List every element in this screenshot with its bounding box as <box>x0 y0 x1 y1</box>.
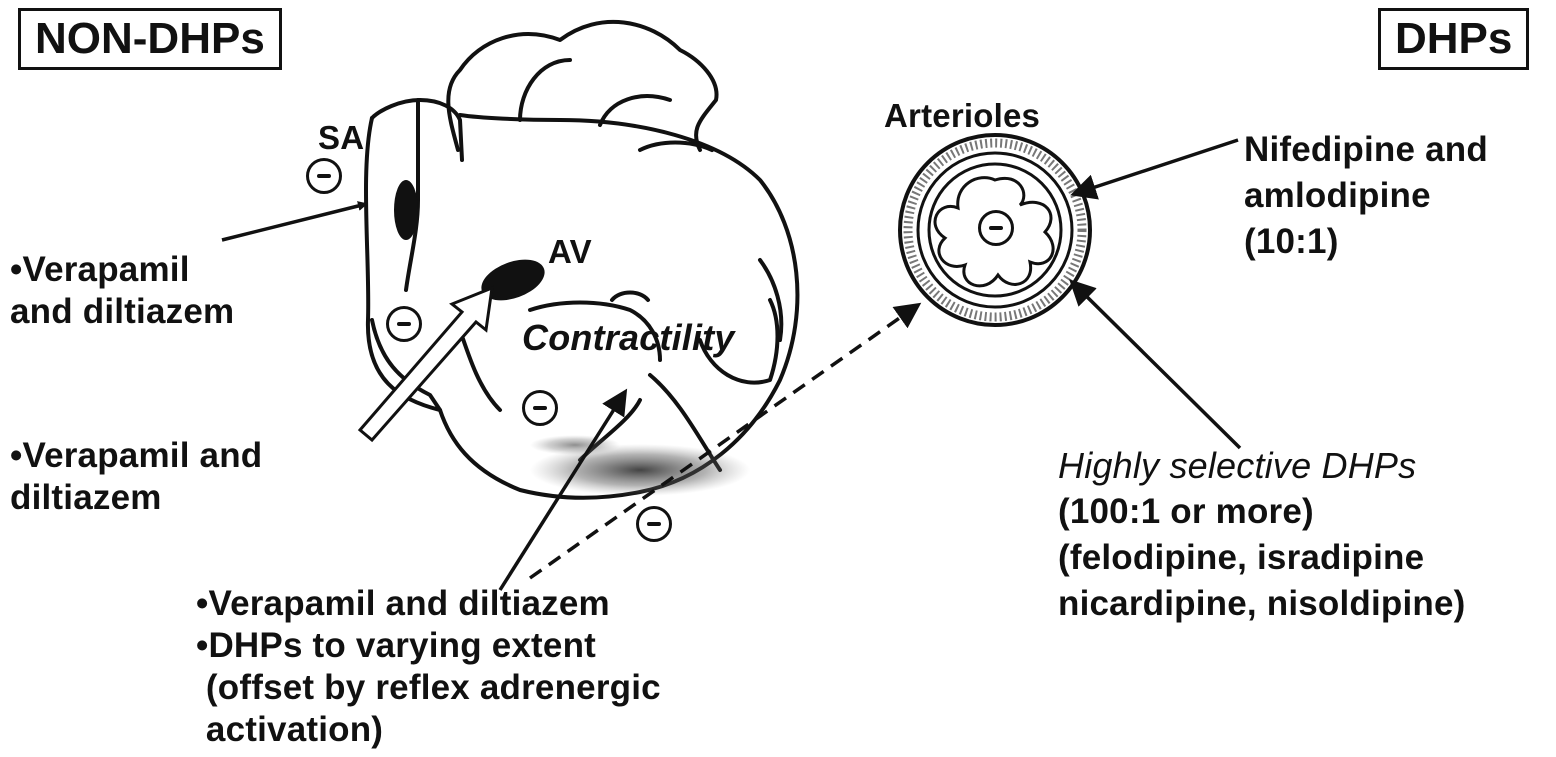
av-label: AV <box>548 232 592 272</box>
nifedipine-line1: Nifedipine and <box>1244 130 1488 170</box>
bottom-note-line1: •Verapamil and diltiazem <box>196 584 610 624</box>
bottom-note-line2: •DHPs to varying extent <box>196 626 596 666</box>
aorta <box>448 22 716 150</box>
nifedipine-line3: (10:1) <box>1244 222 1339 262</box>
sa-note-line1: •Verapamil <box>10 250 190 290</box>
dhps-box: DHPs <box>1378 8 1529 70</box>
non-dhps-box: NON-DHPs <box>18 8 282 70</box>
arrow-to-inner-ring <box>1074 140 1238 194</box>
bottom-note-line3: (offset by reflex adrenergic <box>196 668 661 708</box>
arrow-to-sa <box>222 204 366 240</box>
minus-icon-contractility <box>522 390 558 426</box>
sa-note-line2: and diltiazem <box>10 292 234 332</box>
contractility-label: Contractility <box>522 318 735 358</box>
av-note-line2: diltiazem <box>10 478 162 518</box>
minus-icon-sa <box>306 158 342 194</box>
arrow-to-outer-ring <box>1072 282 1240 448</box>
dhps-label: DHPs <box>1395 14 1512 63</box>
selective-line2: (felodipine, isradipine <box>1058 538 1424 578</box>
selective-line3: nicardipine, nisoldipine) <box>1058 584 1466 624</box>
minus-icon-apex <box>636 506 672 542</box>
av-note-line1: •Verapamil and <box>10 436 262 476</box>
selective-line1: (100:1 or more) <box>1058 492 1314 532</box>
arterioles-label: Arterioles <box>884 96 1040 136</box>
sa-node <box>394 180 418 240</box>
selective-dhps-title: Highly selective DHPs <box>1058 446 1416 486</box>
minus-icon-av <box>386 306 422 342</box>
nifedipine-line2: amlodipine <box>1244 176 1431 216</box>
sa-label: SA <box>318 118 364 158</box>
non-dhps-label: NON-DHPs <box>35 14 265 63</box>
bottom-note-line4: activation) <box>196 710 383 750</box>
minus-icon-arteriole <box>978 210 1014 246</box>
